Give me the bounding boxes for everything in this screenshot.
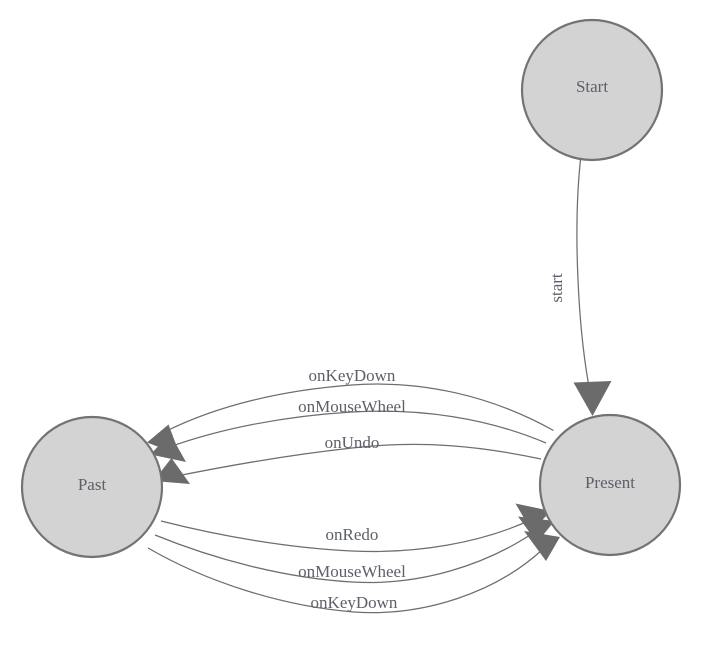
edge-past-present-onmousewheel[interactable] — [154, 516, 555, 584]
edge-present-past-onundo[interactable] — [153, 443, 542, 484]
edge-label-past-present-onredo: onRedo — [326, 525, 379, 544]
edge-past-present-onredo-path — [160, 518, 533, 553]
node-group: Start Past Present — [20, 18, 682, 559]
edge-past-present-onmousewheel-arrowhead — [518, 516, 555, 543]
node-past-circle — [20, 415, 164, 559]
edge-label-past-present-onkeydown: onKeyDown — [311, 593, 398, 612]
edge-present-past-onmousewheel[interactable] — [150, 410, 547, 462]
edge-label-present-past-onundo: onUndo — [325, 433, 380, 452]
node-present-label: Present — [585, 473, 635, 492]
edge-label-present-past-onmousewheel: onMouseWheel — [298, 397, 406, 416]
node-past[interactable]: Past — [20, 415, 164, 559]
node-start[interactable]: Start — [520, 18, 664, 162]
edge-past-present-onmousewheel-path — [154, 530, 537, 584]
edge-past-present-onkeydown[interactable] — [147, 531, 560, 614]
edge-present-past-onkeydown-path — [164, 383, 554, 433]
edge-label-present-past-onkeydown: onKeyDown — [309, 366, 396, 385]
edge-label-start: start — [547, 273, 566, 303]
edge-present-past-onundo-path — [171, 443, 542, 478]
node-present[interactable]: Present — [538, 413, 682, 557]
edge-label-past-present-onmousewheel: onMouseWheel — [298, 562, 406, 581]
edge-past-present-onkeydown-path — [147, 547, 544, 614]
node-start-label: Start — [576, 77, 608, 96]
edge-present-past-onundo-arrowhead — [153, 458, 190, 484]
edge-past-present-onredo[interactable] — [160, 503, 551, 553]
edge-past-present-onredo-arrowhead — [515, 503, 551, 531]
edge-past-present-onkeydown-arrowhead — [524, 531, 560, 561]
node-past-label: Past — [78, 475, 107, 494]
edge-label-group: start onKeyDown onMouseWheel onUndo onRe… — [298, 273, 566, 612]
edge-start-present[interactable] — [573, 159, 612, 417]
node-present-circle — [538, 413, 682, 557]
node-start-circle — [520, 18, 664, 162]
edge-present-past-onmousewheel-arrowhead — [150, 433, 186, 462]
edge-group — [147, 159, 612, 614]
edge-start-present-arrowhead — [573, 381, 612, 416]
edge-start-present-path — [576, 159, 591, 393]
edge-present-past-onmousewheel-path — [167, 410, 547, 449]
